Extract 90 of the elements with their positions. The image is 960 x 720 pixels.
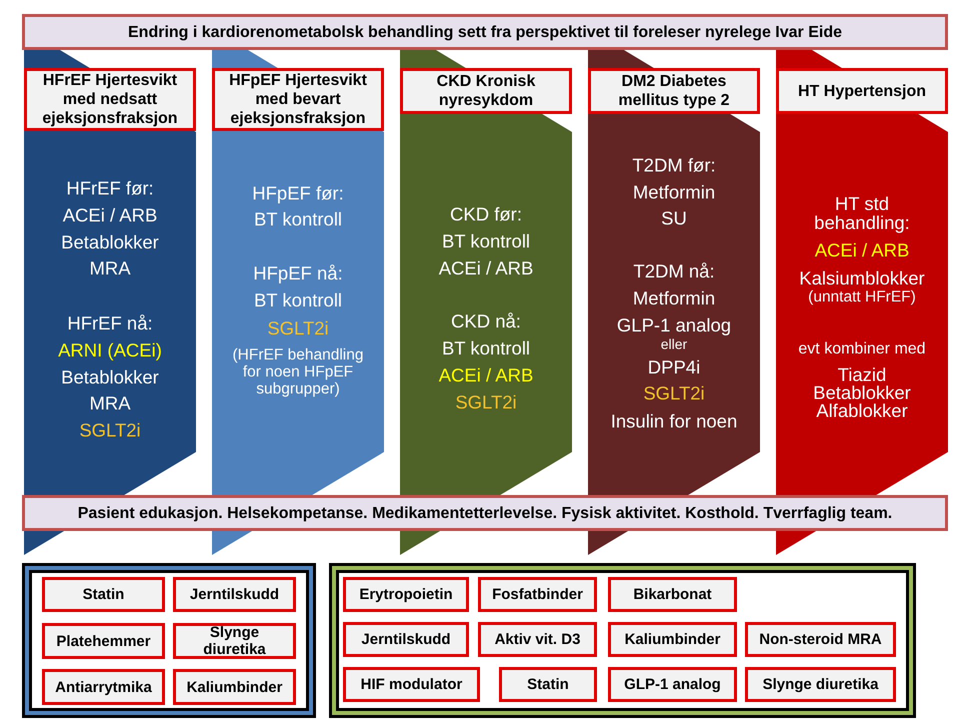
- section-heading: HFpEF nå:: [252, 262, 344, 284]
- header-text: HFrEF Hjertesvikt med nedsatt ejeksjonsfraksjon: [41, 71, 179, 128]
- drug-box: [608, 622, 737, 657]
- highlighted-drug: SGLT2i: [78, 420, 142, 440]
- header-text: HT Hypertensjon: [798, 82, 926, 100]
- section-heading: HFrEF nå:: [66, 312, 154, 334]
- drug-name: Alfablokker: [815, 402, 909, 420]
- drug-label: Non-steroid MRA: [759, 631, 882, 648]
- drug-box: [478, 577, 597, 612]
- highlighted-drug: ARNI (ACEi): [57, 340, 163, 360]
- section-heading: HFpEF før:: [251, 182, 345, 204]
- drug-label: Slynge diuretika: [762, 676, 878, 693]
- drug-name: Betablokker: [60, 366, 160, 388]
- drug-label: Bikarbonat: [633, 586, 712, 603]
- drug-box: [173, 623, 296, 659]
- drug-label: Statin: [82, 586, 124, 603]
- drug-label: GLP-1 analog: [624, 676, 721, 693]
- drug-name: DPP4i: [646, 356, 702, 378]
- drug-name: BT kontroll: [252, 290, 344, 310]
- drug-name: ACEi / ARB: [62, 204, 158, 226]
- header-box: [212, 68, 384, 131]
- drug-name: SU: [660, 208, 688, 228]
- drug-name: Tiazid: [836, 366, 888, 384]
- drug-box: [42, 669, 165, 705]
- section-heading: HFrEF før:: [65, 178, 155, 198]
- drug-box: [42, 577, 165, 612]
- drug-box: [499, 667, 597, 702]
- section-heading: T2DM før:: [631, 154, 717, 176]
- drug-name: MRA: [88, 392, 132, 414]
- banner-bar: [22, 495, 948, 531]
- highlighted-drug: SGLT2i: [266, 318, 330, 338]
- drug-box: [608, 577, 737, 612]
- section-heading: CKD nå:: [450, 310, 522, 332]
- drug-label: Fosfatbinder: [492, 586, 583, 603]
- drug-box: [745, 667, 896, 702]
- drug-name: Betablokker: [60, 232, 160, 252]
- drug-box: [343, 622, 469, 657]
- title-text: Endring i kardiorenometabolsk behandling sett fra perspektivet til foreleser nyrelege Ivar Eide: [128, 22, 842, 42]
- section-heading: HT std behandling:: [813, 194, 911, 232]
- drug-box: [173, 577, 296, 612]
- drug-label: Aktiv vit. D3: [494, 631, 580, 648]
- header-box: [400, 68, 572, 114]
- drug-name: Betablokker: [812, 384, 912, 402]
- note-text: eller: [660, 336, 688, 352]
- header-text: CKD Kronisk nyresykdom: [436, 72, 536, 110]
- drug-label: Slynge diuretika: [202, 624, 267, 658]
- header-text: HFpEF Hjertesvikt med bevart ejeksjonsfraksjon: [228, 71, 368, 128]
- highlighted-drug: ACEi / ARB: [438, 364, 534, 386]
- drug-label: HIF modulator: [360, 676, 462, 693]
- highlighted-drug: SGLT2i: [642, 382, 706, 404]
- drug-name: BT kontroll: [440, 338, 532, 358]
- drug-name: Metformin: [632, 182, 716, 202]
- drug-name: GLP-1 analog: [616, 314, 732, 336]
- drug-name: Kalsiumblokker: [798, 268, 926, 288]
- group-frame: [329, 563, 916, 718]
- drug-label: Antiarrytmika: [55, 678, 152, 696]
- drug-box: [173, 669, 296, 705]
- drug-label: Statin: [527, 676, 569, 693]
- drug-name: ACEi / ARB: [438, 258, 534, 278]
- drug-label: Jerntilskudd: [361, 631, 451, 648]
- drug-name: Metformin: [632, 288, 716, 308]
- note-text: evt kombiner med: [797, 340, 927, 358]
- drug-name: BT kontroll: [440, 230, 532, 252]
- note-text: (HFrEF behandling for noen HFpEF subgrupper): [232, 346, 364, 398]
- banner-text: Pasient edukasjon. Helsekompetanse. Medikamentetterlevelse. Fysisk aktivitet. Kosthold. Tverrfaglig team.: [78, 504, 892, 522]
- drug-name: BT kontroll: [252, 208, 344, 230]
- drug-box: [343, 667, 480, 702]
- drug-label: Kaliumbinder: [186, 678, 282, 696]
- drug-box: [608, 667, 737, 702]
- drug-label: Platehemmer: [56, 632, 151, 650]
- note-text: (unntatt HFrEF): [807, 288, 917, 306]
- group-frame: [22, 563, 316, 718]
- drug-box: [745, 622, 896, 657]
- drug-label: Kaliumbinder: [624, 631, 720, 648]
- section-heading: T2DM nå:: [632, 260, 716, 282]
- highlighted-drug: ACEi / ARB: [814, 240, 910, 260]
- header-box: [24, 68, 196, 131]
- drug-label: Erytropoietin: [359, 586, 453, 603]
- header-text: DM2 Diabetes mellitus type 2: [617, 72, 731, 110]
- highlighted-drug: SGLT2i: [454, 392, 518, 412]
- section-heading: CKD før:: [449, 204, 523, 224]
- drug-name: Insulin for noen: [610, 410, 738, 432]
- drug-box: [42, 623, 165, 659]
- drug-box: [478, 622, 597, 657]
- drug-box: [343, 577, 469, 612]
- header-box: [588, 68, 760, 114]
- header-box: [776, 68, 948, 114]
- title-bar: [22, 14, 948, 50]
- drug-name: MRA: [88, 258, 132, 278]
- drug-label: Jerntilskudd: [190, 586, 280, 603]
